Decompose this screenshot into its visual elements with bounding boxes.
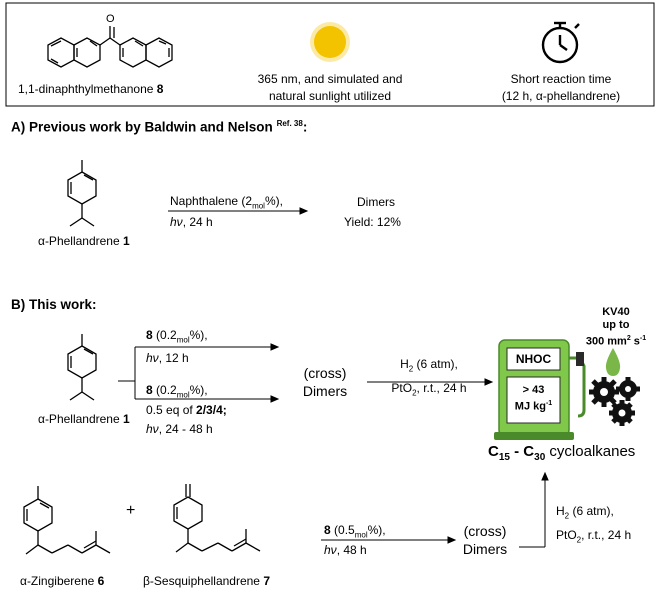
section-a-yield: Yield: 12% (344, 215, 401, 229)
dinaphthylketone-structure (47, 26, 173, 68)
upper-conditions-time: hν, 12 h (146, 351, 189, 365)
light-caption-line1: 365 nm, and simulated and (257, 72, 403, 86)
sesquiphellandrene-structure (173, 484, 261, 553)
lower-conditions-equiv: 0.5 eq of 2/3/4; (146, 403, 227, 417)
section-a-conditions: hν, 24 h (170, 215, 213, 229)
top-box-frame (5, 2, 655, 107)
fuel-pump-icon (494, 339, 586, 440)
mid-product: (cross) Dimers (302, 365, 348, 399)
hydrogenation-conditions: H2 (6 atm), PtO2, r.t., 24 h (391, 357, 467, 398)
section-a-heading: A) Previous work by Baldwin and Nelson R… (11, 119, 308, 135)
plus-sign: + (126, 502, 136, 519)
light-caption-line2: natural sunlight utilized (268, 89, 392, 103)
time-caption-line2: (12 h, α-phellandrene) (501, 89, 621, 103)
cycloalkanes-product: C15 - C30 cycloalkanes (488, 443, 636, 463)
section-a-substrate-label: α-Phellandrene 1 (38, 234, 130, 248)
lower-conditions-catalyst: 8 (0.2mol%), (146, 383, 208, 400)
vertical-hydrogenation-conditions: H2 (6 atm), PtO2, r.t., 24 h (556, 504, 632, 545)
ketone-number: 8 (156, 82, 164, 96)
section-a-product: Dimers (357, 195, 395, 209)
branch-arrows (118, 343, 280, 403)
pump-value: > 43 MJ kg-1 (514, 384, 553, 413)
reaction-arrow-a (168, 207, 309, 215)
section-a-reagent: Naphthalene (2mol%), (170, 194, 283, 211)
carbonyl-oxygen-label: O (106, 13, 115, 25)
zingiberene-label: α-Zingiberene 6 (20, 574, 105, 588)
bottom-conditions-catalyst: 8 (0.5mol%), (324, 523, 386, 540)
bottom-product: (cross) Dimers (462, 523, 508, 557)
section-b-heading: B) This work: (11, 297, 97, 312)
stopwatch-icon (541, 21, 580, 64)
section-b-substrate-label: α-Phellandrene 1 (38, 412, 130, 426)
light-caption: 365 nm, and simulated and natural sunlig… (232, 72, 428, 103)
oil-drop-icon (605, 348, 621, 376)
pump-label-nhoc: NHOC (515, 352, 552, 366)
ketone-caption: 1,1-dinaphthylmethanone 8 (18, 82, 163, 96)
hydrogenation-arrow (367, 378, 494, 386)
hydrogenation-arrow-up (519, 471, 549, 548)
phellandrene-structure-b (67, 334, 97, 401)
lower-conditions-time: hν, 24 - 48 h (146, 422, 213, 436)
gears-icon (589, 377, 640, 426)
time-caption: Short reaction time (12 h, α-phellandren… (498, 72, 624, 103)
reaction-arrow-bottom (321, 536, 457, 544)
sesquiphellandrene-label: β-Sesquiphellandrene 7 (143, 574, 271, 588)
phellandrene-structure-a (67, 160, 97, 227)
bottom-conditions-time: hν, 48 h (324, 543, 367, 557)
ketone-name: 1,1-dinaphthylmethanone (18, 82, 154, 96)
kv40-callout: KV40 up to 300 mm2 s-1 (585, 306, 647, 348)
time-caption-line1: Short reaction time (510, 72, 612, 86)
zingiberene-structure (23, 486, 111, 555)
upper-conditions-catalyst: 8 (0.2mol%), (146, 328, 208, 345)
sun-icon (314, 26, 346, 58)
